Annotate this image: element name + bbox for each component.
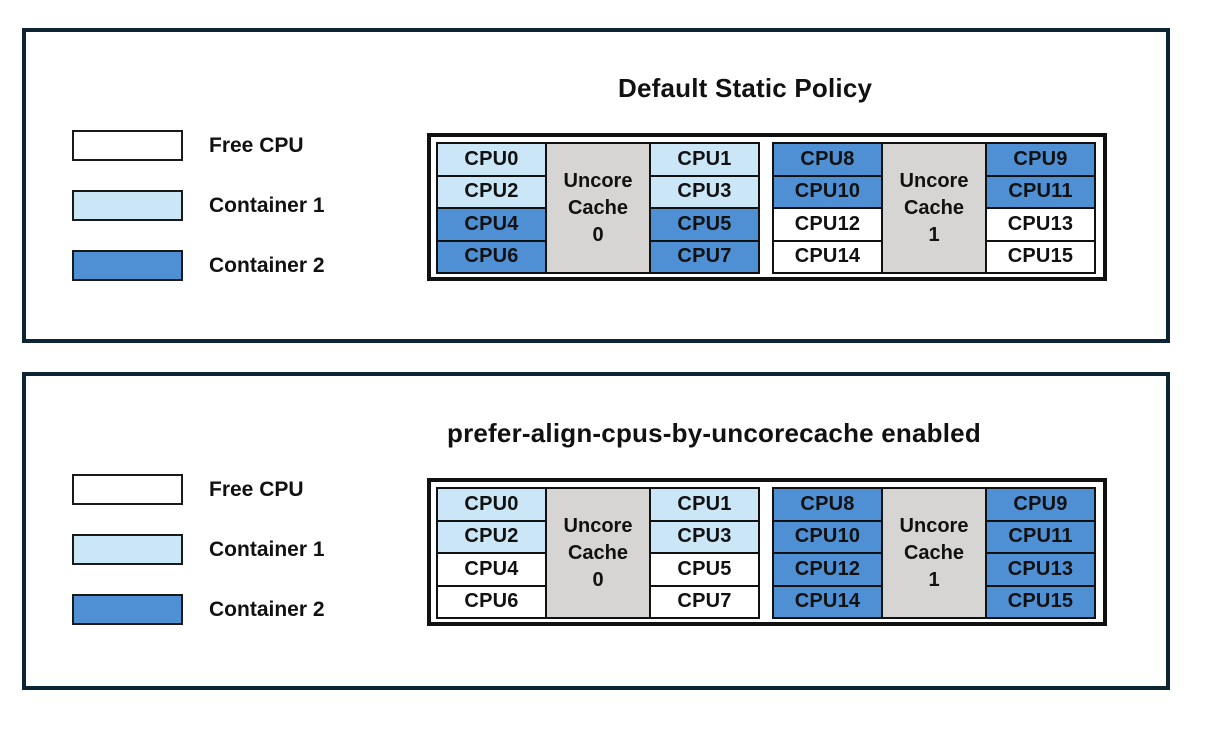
cpu-cell: CPU1 <box>649 142 760 177</box>
cpu-cell: CPU10 <box>772 519 883 554</box>
cpu-column: CPU0 CPU2 CPU4 CPU6 <box>436 142 547 274</box>
cpu-column: CPU8 CPU10 CPU12 CPU14 <box>772 487 883 619</box>
uncore-cache-box: Uncore Cache 1 <box>881 142 987 274</box>
cpu-cell: CPU13 <box>985 207 1096 242</box>
cpu-cell: CPU0 <box>436 487 547 522</box>
cpu-cell: CPU5 <box>649 207 760 242</box>
uncore-cache-group-1: CPU8 CPU10 CPU12 CPU14 Uncore Cache 1 CP… <box>772 142 1096 274</box>
cache-label-line: 0 <box>592 223 604 246</box>
cpu-cell: CPU6 <box>436 584 547 619</box>
legend-label: Container 1 <box>209 193 325 217</box>
cpu-cell: CPU9 <box>985 487 1096 522</box>
legend-label: Free CPU <box>209 477 304 501</box>
cpu-column: CPU1 CPU3 CPU5 CPU7 <box>649 487 760 619</box>
cache-label-line: Cache <box>903 541 965 564</box>
legend-label: Free CPU <box>209 133 304 157</box>
cache-label-line: 1 <box>928 568 940 591</box>
cpu-cell: CPU15 <box>985 584 1096 619</box>
cache-label-line: 1 <box>928 223 940 246</box>
legend-item-container-1: Container 1 <box>72 534 325 565</box>
cpu-cell: CPU2 <box>436 174 547 209</box>
cpu-cell: CPU13 <box>985 552 1096 587</box>
cpu-cell: CPU3 <box>649 519 760 554</box>
legend-swatch <box>72 474 183 505</box>
cpu-topology-diagram: CPU0 CPU2 CPU4 CPU6 Uncore Cache 0 CPU1 … <box>427 478 1107 626</box>
cpu-column: CPU0 CPU2 CPU4 CPU6 <box>436 487 547 619</box>
legend-swatch <box>72 130 183 161</box>
legend-item-free-cpu: Free CPU <box>72 130 304 161</box>
uncore-cache-box: Uncore Cache 1 <box>881 487 987 619</box>
cpu-cell: CPU10 <box>772 174 883 209</box>
cpu-cell: CPU5 <box>649 552 760 587</box>
uncore-cache-group-0: CPU0 CPU2 CPU4 CPU6 Uncore Cache 0 CPU1 … <box>436 487 760 619</box>
legend-swatch <box>72 190 183 221</box>
legend-item-container-1: Container 1 <box>72 190 325 221</box>
legend-item-free-cpu: Free CPU <box>72 474 304 505</box>
cpu-cell: CPU1 <box>649 487 760 522</box>
cpu-cell: CPU7 <box>649 239 760 274</box>
cpu-cell: CPU2 <box>436 519 547 554</box>
cache-label-line: Cache <box>903 196 965 219</box>
cpu-cell: CPU12 <box>772 552 883 587</box>
uncore-cache-box: Uncore Cache 0 <box>545 142 651 274</box>
cpu-cell: CPU15 <box>985 239 1096 274</box>
cpu-cell: CPU7 <box>649 584 760 619</box>
cpu-cell: CPU4 <box>436 207 547 242</box>
cpu-cell: CPU8 <box>772 487 883 522</box>
cache-label-line: Uncore <box>563 169 633 192</box>
uncore-cache-box: Uncore Cache 0 <box>545 487 651 619</box>
cpu-cell: CPU11 <box>985 519 1096 554</box>
panel-title: Default Static Policy <box>618 73 873 103</box>
cpu-cell: CPU0 <box>436 142 547 177</box>
cache-label-line: Uncore <box>899 169 969 192</box>
cpu-cell: CPU12 <box>772 207 883 242</box>
policy-panel-default-static: Default Static Policy Free CPU Container… <box>22 28 1170 343</box>
panel-title: prefer-align-cpus-by-uncorecache enabled <box>447 418 981 448</box>
cpu-cell: CPU9 <box>985 142 1096 177</box>
cpu-cell: CPU3 <box>649 174 760 209</box>
uncore-cache-group-1: CPU8 CPU10 CPU12 CPU14 Uncore Cache 1 CP… <box>772 487 1096 619</box>
legend-label: Container 2 <box>209 597 325 621</box>
cpu-column: CPU1 CPU3 CPU5 CPU7 <box>649 142 760 274</box>
legend-swatch <box>72 594 183 625</box>
cache-label-line: Cache <box>567 541 629 564</box>
uncore-cache-group-0: CPU0 CPU2 CPU4 CPU6 Uncore Cache 0 CPU1 … <box>436 142 760 274</box>
cpu-cell: CPU14 <box>772 239 883 274</box>
cache-label-line: Uncore <box>899 514 969 537</box>
cache-label-line: Cache <box>567 196 629 219</box>
cpu-cell: CPU14 <box>772 584 883 619</box>
cpu-topology-diagram: CPU0 CPU2 CPU4 CPU6 Uncore Cache 0 CPU1 … <box>427 133 1107 281</box>
legend-label: Container 2 <box>209 253 325 277</box>
cpu-cell: CPU4 <box>436 552 547 587</box>
legend-swatch <box>72 534 183 565</box>
cpu-cell: CPU8 <box>772 142 883 177</box>
policy-panel-uncorecache-enabled: prefer-align-cpus-by-uncorecache enabled… <box>22 372 1170 690</box>
legend-item-container-2: Container 2 <box>72 250 325 281</box>
legend-item-container-2: Container 2 <box>72 594 325 625</box>
cache-label-line: 0 <box>592 568 604 591</box>
cpu-cell: CPU11 <box>985 174 1096 209</box>
cpu-cell: CPU6 <box>436 239 547 274</box>
cpu-column: CPU9 CPU11 CPU13 CPU15 <box>985 142 1096 274</box>
cache-label-line: Uncore <box>563 514 633 537</box>
legend-swatch <box>72 250 183 281</box>
legend-label: Container 1 <box>209 537 325 561</box>
cpu-column: CPU9 CPU11 CPU13 CPU15 <box>985 487 1096 619</box>
cpu-column: CPU8 CPU10 CPU12 CPU14 <box>772 142 883 274</box>
